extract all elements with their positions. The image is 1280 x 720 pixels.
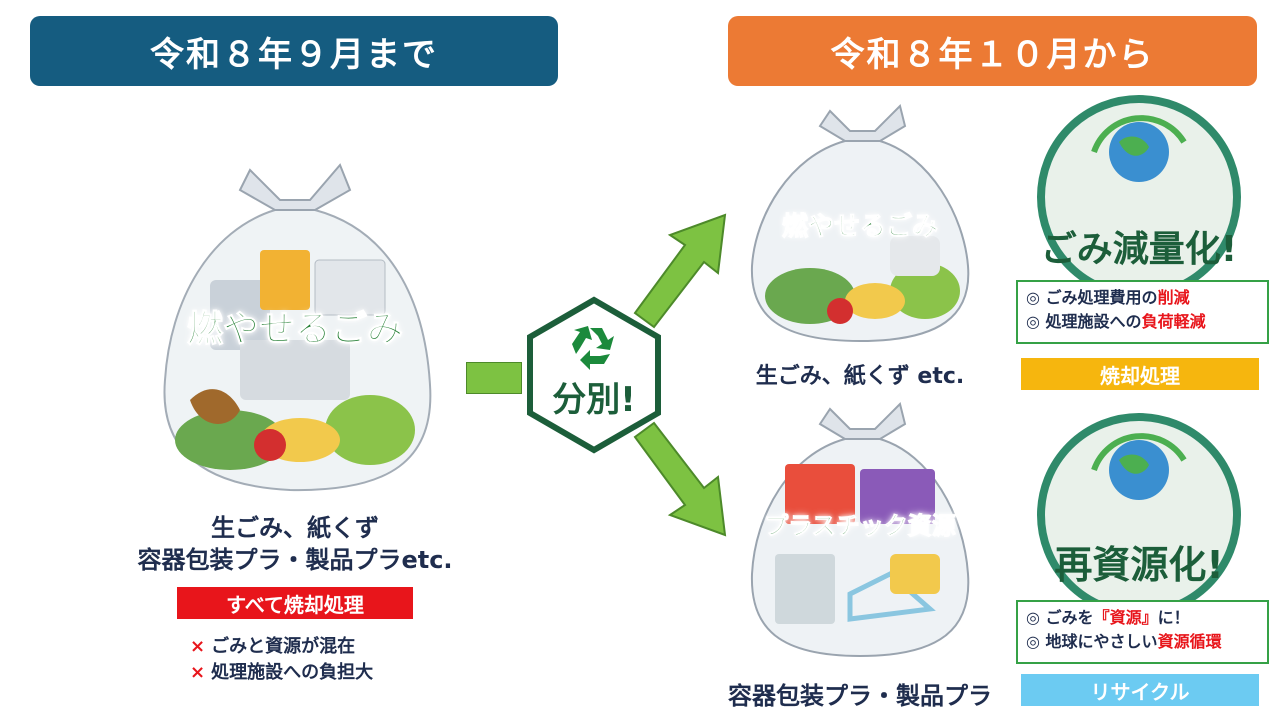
incineration-tag: 焼却処理 [1021, 358, 1259, 390]
recycling-benefits: ◎ ごみを『資源』に！ ◎ 地球にやさしい資源循環 [1016, 600, 1269, 664]
note-item: ×処理施設への負担大 [190, 660, 373, 686]
mixed-garbage-bag: 燃やせるごみ [150, 140, 440, 500]
reduction-benefits: ◎ ごみ処理費用の削減 ◎ 処理施設への負荷軽減 [1016, 280, 1269, 344]
sorting-label: 分別! [552, 380, 636, 420]
cross-icon: × [190, 636, 206, 657]
arrow-up-right-icon [630, 205, 730, 330]
incineration-all-tag: すべて焼却処理 [177, 587, 413, 619]
benefit-item: ◎ 地球にやさしい資源循環 [1026, 632, 1222, 651]
burnable-caption: 生ごみ、紙くず etc. [755, 364, 965, 389]
burnable-bag: 燃やせるごみ [740, 96, 980, 346]
benefit-item: ◎ ごみ処理費用の削減 [1026, 288, 1190, 307]
recycle-icon [572, 326, 614, 370]
recycle-tag: リサイクル [1021, 674, 1259, 706]
plastic-caption: 容器包装プラ・製品プラ [728, 682, 992, 710]
badge-title: 再資源化! [1054, 543, 1224, 587]
bag-label: プラスチック資源 [764, 512, 957, 541]
bag-label: 燃やせるごみ [781, 212, 938, 243]
recycling-badge: 再資源化! [1014, 410, 1264, 610]
note-text: ごみと資源が混在 [211, 636, 356, 657]
note-text: 処理施設への負担大 [211, 662, 374, 683]
left-caption-line2: 容器包装プラ・製品プラetc. [137, 546, 453, 574]
arrow-right-icon [466, 362, 522, 394]
left-caption-line1: 生ごみ、紙くず [211, 514, 379, 542]
reduction-badge: ごみ減量化! [1014, 92, 1264, 292]
before-header: 令和８年９月まで [30, 16, 558, 86]
after-header: 令和８年１０月から [728, 16, 1257, 86]
note-item: ×ごみと資源が混在 [190, 634, 373, 660]
garbage-bag-icon [750, 402, 970, 658]
badge-title: ごみ減量化! [1040, 229, 1238, 270]
garbage-bag-icon [163, 163, 432, 492]
sorting-hexagon [524, 296, 664, 454]
cross-icon: × [190, 662, 206, 683]
plastic-bag: プラスチック資源 [740, 394, 980, 662]
arrow-down-right-icon [630, 420, 730, 545]
garbage-bag-icon [750, 104, 970, 343]
bag-label: 燃やせるごみ [186, 309, 403, 351]
problem-notes: ×ごみと資源が混在 ×処理施設への負担大 [190, 634, 373, 686]
benefit-item: ◎ ごみを『資源』に！ [1026, 608, 1190, 627]
benefit-item: ◎ 処理施設への負荷軽減 [1026, 312, 1206, 331]
